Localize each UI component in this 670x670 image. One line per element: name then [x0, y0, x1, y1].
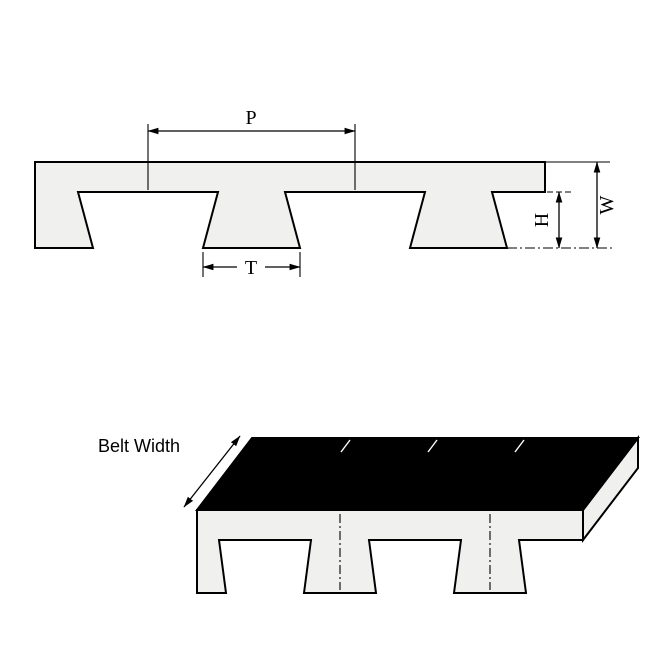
belt-cross-section-profile [34, 161, 546, 249]
t-label: T [245, 257, 257, 279]
w-label: W [596, 195, 618, 214]
p-label: P [245, 107, 256, 129]
belt-top-surface [194, 437, 641, 511]
top-surface-seam-2 [427, 439, 438, 453]
top-surface-seam-1 [340, 439, 351, 453]
h-label: H [531, 213, 553, 227]
belt-width-label: Belt Width [98, 436, 180, 456]
belt-front-face [196, 509, 584, 594]
top-surface-seam-3 [514, 439, 525, 453]
belt-width-arrow [183, 435, 241, 508]
